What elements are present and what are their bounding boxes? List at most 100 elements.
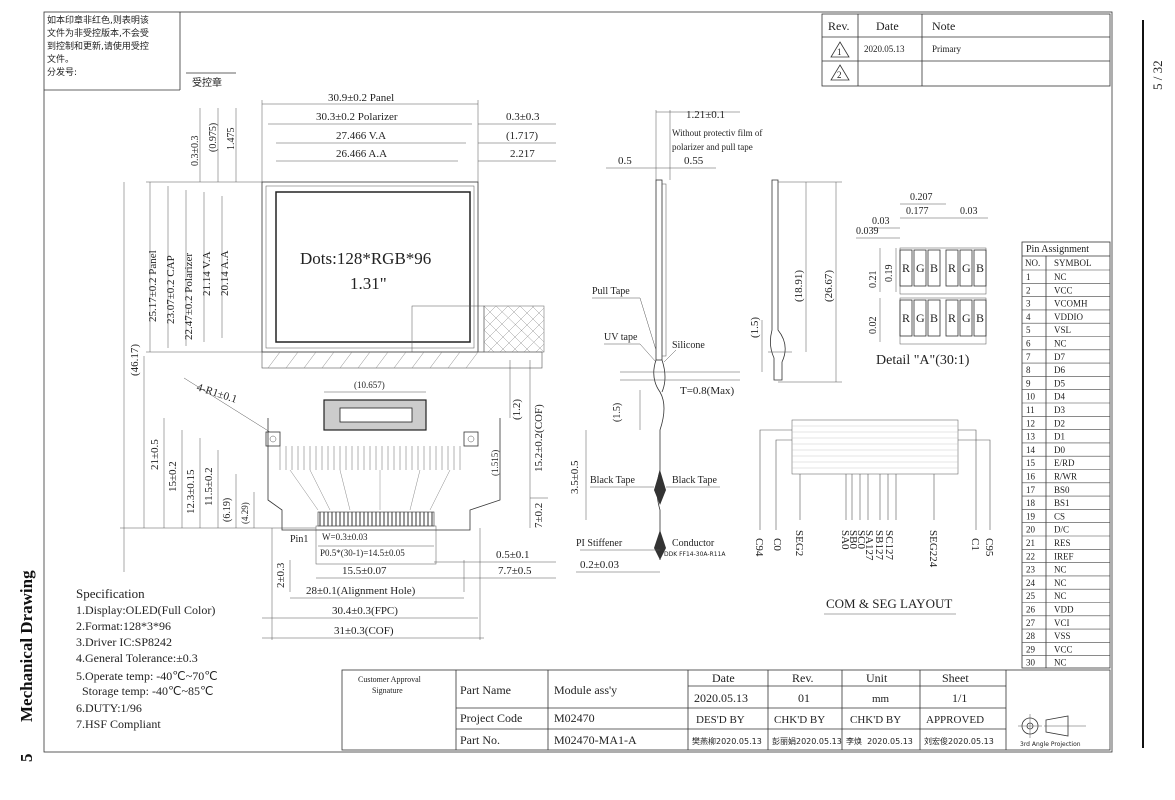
com-label: C1 <box>969 538 981 551</box>
detail-dim: 0.039 <box>856 226 879 237</box>
seg-label: SC0 <box>855 530 867 549</box>
pin1-label: Pin1 <box>290 534 308 545</box>
detail-dim: 0.03 <box>872 216 890 227</box>
subpixel-label: R <box>902 311 910 325</box>
signer: 刘宏俊2020.05.13 <box>924 736 994 746</box>
pin-table-header: SYMBOL <box>1054 258 1092 268</box>
pin-symbol: D3 <box>1054 405 1065 415</box>
dim-total-height: (46.17) <box>129 344 141 376</box>
pin-symbol: CS <box>1054 511 1065 521</box>
title-header: Rev. <box>792 671 814 685</box>
subpixel-label: R <box>902 261 910 275</box>
subpixel-label: B <box>976 261 984 275</box>
dim-panel-width: 30.9±0.2 Panel <box>328 92 394 104</box>
spec-item: 2.Format:128*3*96 <box>76 619 171 633</box>
spec-item: 6.DUTY:1/96 <box>76 701 142 715</box>
pin-table-title: Pin Assignment <box>1026 244 1089 255</box>
pin-symbol: VDD <box>1054 605 1074 615</box>
pin-symbol: R/WR <box>1054 472 1077 482</box>
pin-number: 10 <box>1026 392 1036 402</box>
pin-number: 4 <box>1026 312 1031 322</box>
dim-top-right: 2.217 <box>510 148 535 160</box>
control-note-line: 分发号: <box>47 66 77 78</box>
pin-table-header: NO. <box>1025 258 1040 268</box>
label-conductor: Conductor <box>672 538 715 549</box>
title-header: Unit <box>866 671 888 685</box>
pin-symbol: D/C <box>1054 525 1069 535</box>
side-view-note: Without protectiv film of <box>672 128 762 138</box>
pin-number: 3 <box>1026 299 1031 309</box>
dim-cof: (1.2) <box>511 399 523 420</box>
signer: 彭丽娟2020.05.13 <box>772 736 842 746</box>
control-note-line: 文件。 <box>47 53 74 65</box>
pin-number: 23 <box>1026 565 1036 575</box>
detail-title: Detail "A"(30:1) <box>876 353 970 368</box>
pin-symbol: D5 <box>1054 378 1065 388</box>
subpixel-label: G <box>962 311 971 325</box>
dim-cap-height: 23.07±0.2 CAP <box>165 255 177 324</box>
page-number: 5 / 32 <box>1150 60 1165 90</box>
pin-number: 9 <box>1026 378 1031 388</box>
revision-table: Rev. Date Note 1 2020.05.13 Primary 2 <box>821 13 1111 87</box>
pin-symbol: VCOMH <box>1054 299 1088 309</box>
dim-side: 3.5±0.5 <box>569 460 581 494</box>
seg-label: SEG224 <box>927 530 939 568</box>
pin-symbol: VCC <box>1054 285 1073 295</box>
dim-lower: (4.29) <box>240 502 250 524</box>
pin-number: 18 <box>1026 498 1036 508</box>
dim-polarizer-height: 22.47±0.2 Polarizer <box>183 253 195 340</box>
control-stamp-label: 受控章 <box>192 76 222 89</box>
label-pi-stiffener: PI Stiffener <box>576 538 623 549</box>
dim-bottom: 7.7±0.5 <box>498 565 532 577</box>
label-uv-tape: UV tape <box>604 332 638 343</box>
dim-top-right: 0.3±0.3 <box>506 111 540 123</box>
revision-header: Note <box>932 19 955 33</box>
pin-number: 6 <box>1026 339 1031 349</box>
section-number: 5 <box>17 754 36 763</box>
revision-date: 2020.05.13 <box>864 44 905 54</box>
dim-aa-height: 20.14 A.A <box>219 250 231 296</box>
dim-top-vertical: 0.3±0.3 <box>190 136 201 167</box>
pin-number: 24 <box>1026 578 1036 588</box>
connector-part: DDK FF14-30A-R11A <box>664 551 726 558</box>
sign-header: CHK'D BY <box>850 714 901 726</box>
subpixel-label: R <box>948 311 956 325</box>
title-header: Sheet <box>942 671 969 685</box>
projection-label: 3rd Angle Projection <box>1020 741 1081 748</box>
spec-item: Storage temp: -40℃~85℃ <box>76 684 213 698</box>
pin-number: 5 <box>1026 325 1031 335</box>
detail-dim: 0.207 <box>910 192 933 203</box>
pin-symbol: BS0 <box>1054 485 1070 495</box>
detail-dim: 0.21 <box>868 271 879 289</box>
label-pull-tape: Pull Tape <box>592 286 630 297</box>
seg-label: SB127 <box>873 530 885 560</box>
dim-va-width: 27.466 V.A <box>336 130 386 142</box>
pin-symbol: E/RD <box>1054 458 1075 468</box>
dim-corner-radius: 4-R1±0.1 <box>195 381 238 405</box>
pin-number: 7 <box>1026 352 1031 362</box>
pin-number: 21 <box>1026 538 1035 548</box>
dim-lower: 11.5±0.2 <box>203 467 215 506</box>
revision-note: Primary <box>932 44 961 54</box>
projection-symbol <box>1018 714 1086 738</box>
sign-header: CHK'D BY <box>774 714 825 726</box>
title-value: mm <box>872 693 890 705</box>
specification: Specification 1.Display:OLED(Full Color)… <box>76 586 218 731</box>
dim-side: 0.55 <box>684 155 704 167</box>
dim-aa-width: 26.466 A.A <box>336 148 387 160</box>
pin-symbol: NC <box>1054 339 1067 349</box>
dim-top-vertical: (0.975) <box>208 123 219 152</box>
project-code-label: Project Code <box>460 711 522 725</box>
dim-bottom: 2±0.3 <box>275 562 287 588</box>
dim-thickness: 1.21±0.1 <box>686 109 725 121</box>
pin-number: 25 <box>1026 591 1036 601</box>
subpixel-label: B <box>930 261 938 275</box>
title-value: 01 <box>798 691 810 705</box>
pin-number: 17 <box>1026 485 1036 495</box>
signer: 樊燕柳2020.05.13 <box>692 736 762 746</box>
approval-label: Customer Approval <box>358 675 422 684</box>
spec-title: Specification <box>76 586 145 601</box>
